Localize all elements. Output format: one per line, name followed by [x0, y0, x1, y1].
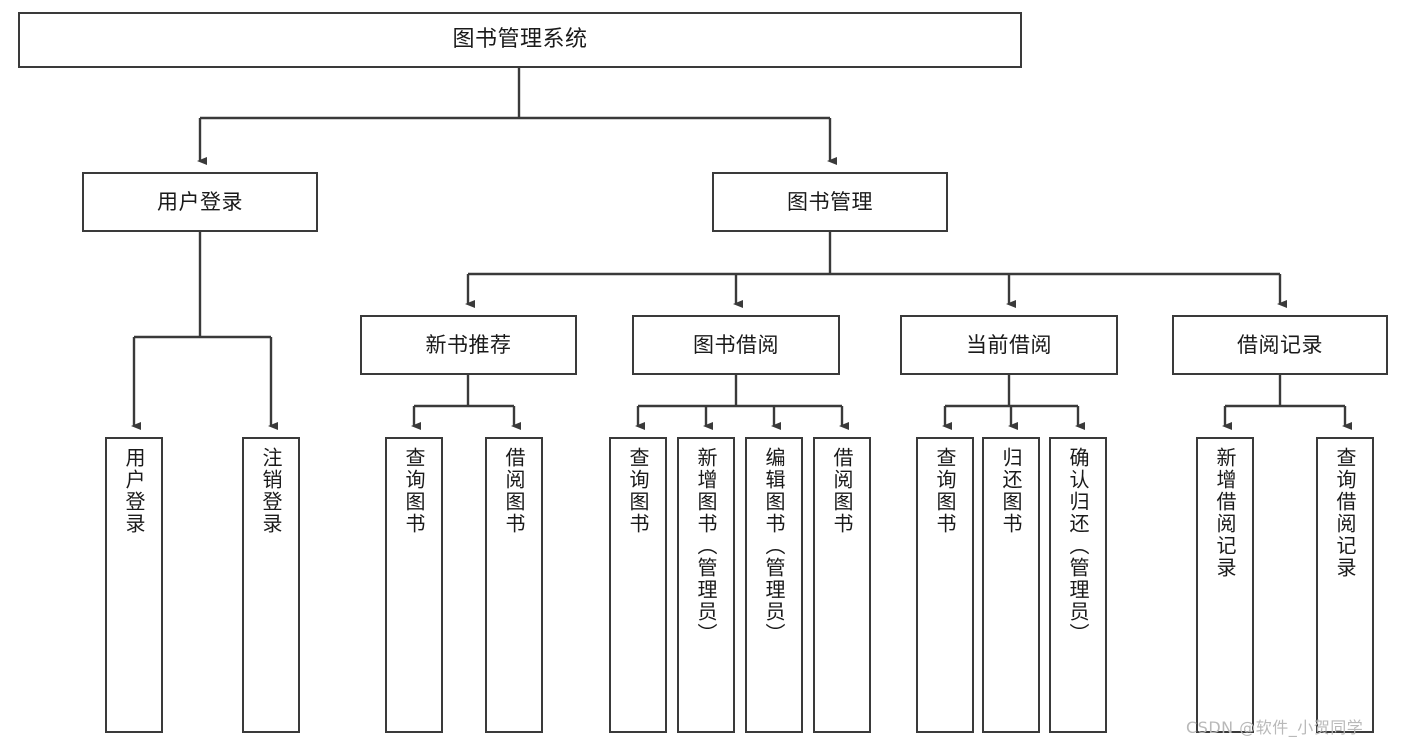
node-label: 图书管理系统: [452, 27, 588, 53]
leaf-borrow-borrow-book[interactable]: 借阅图书: [813, 437, 871, 733]
leaf-borrow-add-book-admin[interactable]: 新增图书（管理员）: [677, 437, 735, 733]
node-book-borrow[interactable]: 图书借阅: [632, 315, 840, 375]
leaf-record-query-record[interactable]: 查询借阅记录: [1316, 437, 1374, 733]
node-label: 查询图书: [933, 447, 957, 535]
node-label: 查询借阅记录: [1333, 447, 1357, 579]
node-label: 借阅图书: [502, 447, 526, 535]
node-label: 图书借阅: [693, 332, 779, 357]
node-label: 注销登录: [259, 447, 283, 535]
node-label: 借阅图书: [830, 447, 854, 535]
leaf-current-query-book[interactable]: 查询图书: [916, 437, 974, 733]
node-label: 新书推荐: [425, 332, 512, 357]
node-root-system[interactable]: 图书管理系统: [18, 12, 1022, 68]
node-label: 图书管理: [787, 189, 873, 214]
leaf-record-add-record[interactable]: 新增借阅记录: [1196, 437, 1254, 733]
leaf-user-login-signin[interactable]: 用户登录: [105, 437, 163, 733]
node-label: 编辑图书（管理员）: [762, 447, 786, 645]
node-label: 借阅记录: [1237, 332, 1323, 357]
node-new-book-recommend[interactable]: 新书推荐: [360, 315, 577, 375]
node-label: 归还图书: [999, 447, 1023, 535]
node-label: 用户登录: [122, 447, 146, 535]
node-label: 新增图书（管理员）: [694, 447, 718, 645]
leaf-recommend-borrow-book[interactable]: 借阅图书: [485, 437, 543, 733]
node-user-login[interactable]: 用户登录: [82, 172, 318, 232]
node-label: 当前借阅: [966, 332, 1052, 357]
node-book-management[interactable]: 图书管理: [712, 172, 948, 232]
leaf-recommend-query-book[interactable]: 查询图书: [385, 437, 443, 733]
leaf-current-return-book[interactable]: 归还图书: [982, 437, 1040, 733]
leaf-borrow-edit-book-admin[interactable]: 编辑图书（管理员）: [745, 437, 803, 733]
node-current-borrow[interactable]: 当前借阅: [900, 315, 1118, 375]
csdn-watermark: CSDN @软件_小贺同学: [1186, 718, 1364, 737]
node-label: 用户登录: [157, 189, 243, 214]
leaf-borrow-query-book[interactable]: 查询图书: [609, 437, 667, 733]
node-label: 查询图书: [626, 447, 650, 535]
node-label: 新增借阅记录: [1213, 447, 1237, 579]
leaf-user-login-signout[interactable]: 注销登录: [242, 437, 300, 733]
leaf-current-confirm-return-admin[interactable]: 确认归还（管理员）: [1049, 437, 1107, 733]
node-label: 查询图书: [402, 447, 426, 535]
node-borrow-record[interactable]: 借阅记录: [1172, 315, 1388, 375]
node-label: 确认归还（管理员）: [1066, 447, 1090, 645]
